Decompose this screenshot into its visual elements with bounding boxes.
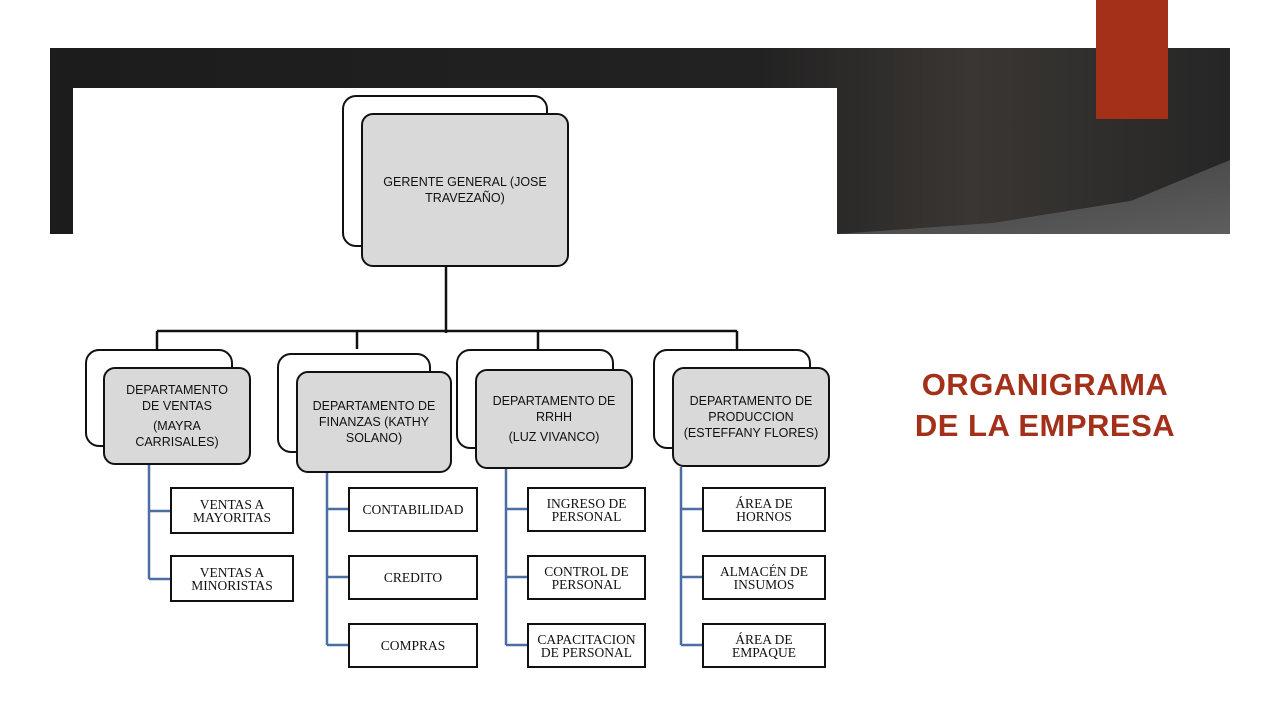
dept-node-rrhh: DEPARTAMENTO DE RRHH (LUZ VIVANCO) [475,369,633,469]
unit-box: VENTAS A MINORISTAS [170,555,294,602]
dept-node-ventas: DEPARTAMENTO DE VENTAS (MAYRA CARRISALES… [103,367,251,465]
slide-title-line-1: ORGANIGRAMA [921,367,1169,402]
dept-head: (LUZ VIVANCO) [508,430,600,444]
unit-box: ÁREA DE HORNOS [702,487,826,532]
dept-head: (MAYRA CARRISALES) [135,419,219,449]
unit-box: CREDITO [348,555,478,600]
dept-name: DEPARTAMENTO DE PRODUCCION (ESTEFFANY FL… [683,394,819,440]
dept-name: DEPARTAMENTO DE FINANZAS (KATHY SOLANO) [312,399,436,445]
slide-title-line-2: DE LA EMPRESA [914,408,1176,443]
dept-node-produccion: DEPARTAMENTO DE PRODUCCION (ESTEFFANY FL… [672,367,830,467]
unit-box: ALMACÉN DE INSUMOS [702,555,826,600]
root-node: GERENTE GENERAL (JOSE TRAVEZAÑO) [361,113,569,267]
unit-box: VENTAS A MAYORITAS [170,487,294,534]
unit-box: CAPACITACION DE PERSONAL [527,623,646,668]
unit-box: CONTROL DE PERSONAL [527,555,646,600]
unit-box: COMPRAS [348,623,478,668]
accent-bar [1096,0,1168,119]
root-node-label: GERENTE GENERAL (JOSE TRAVEZAÑO) [383,175,547,205]
dept-name: DEPARTAMENTO DE RRHH [492,394,616,424]
dept-name: DEPARTAMENTO DE VENTAS [126,383,228,413]
unit-box: ÁREA DE EMPAQUE [702,623,826,668]
unit-box: CONTABILIDAD [348,487,478,532]
slide-title: ORGANIGRAMA DE LA EMPRESA [880,364,1210,446]
unit-box: INGRESO DE PERSONAL [527,487,646,532]
dept-node-finanzas: DEPARTAMENTO DE FINANZAS (KATHY SOLANO) [296,371,452,473]
